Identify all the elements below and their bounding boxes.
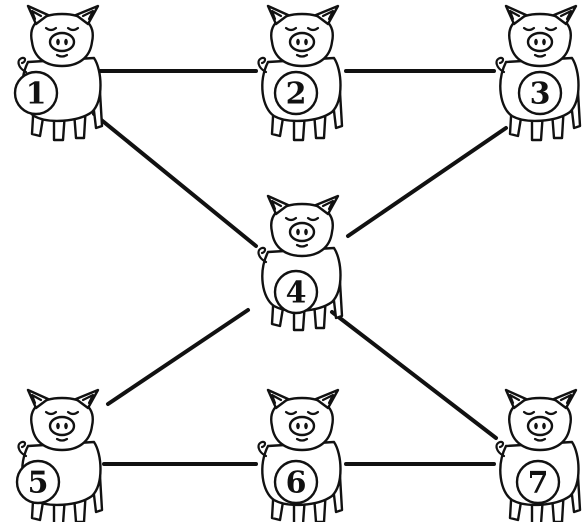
- edge-3-4: [348, 128, 506, 236]
- edge-1-4: [94, 114, 256, 246]
- node-label: 5: [28, 466, 49, 501]
- node-1: 1: [15, 6, 102, 140]
- node-label: 7: [528, 466, 549, 501]
- node-3: 3: [497, 6, 580, 140]
- nodes-layer: 1 2 3 4 5 6 7: [15, 6, 580, 522]
- node-6: 6: [259, 390, 342, 522]
- node-2: 2: [259, 6, 342, 140]
- edge-4-5: [108, 310, 248, 404]
- edge-4-7: [332, 312, 496, 438]
- node-label: 1: [26, 77, 47, 112]
- node-label: 2: [286, 77, 307, 112]
- node-label: 6: [286, 466, 307, 501]
- node-7: 7: [497, 390, 580, 522]
- node-label: 4: [286, 276, 307, 311]
- node-5: 5: [17, 390, 102, 522]
- node-label: 3: [530, 77, 551, 112]
- node-4: 4: [259, 196, 342, 330]
